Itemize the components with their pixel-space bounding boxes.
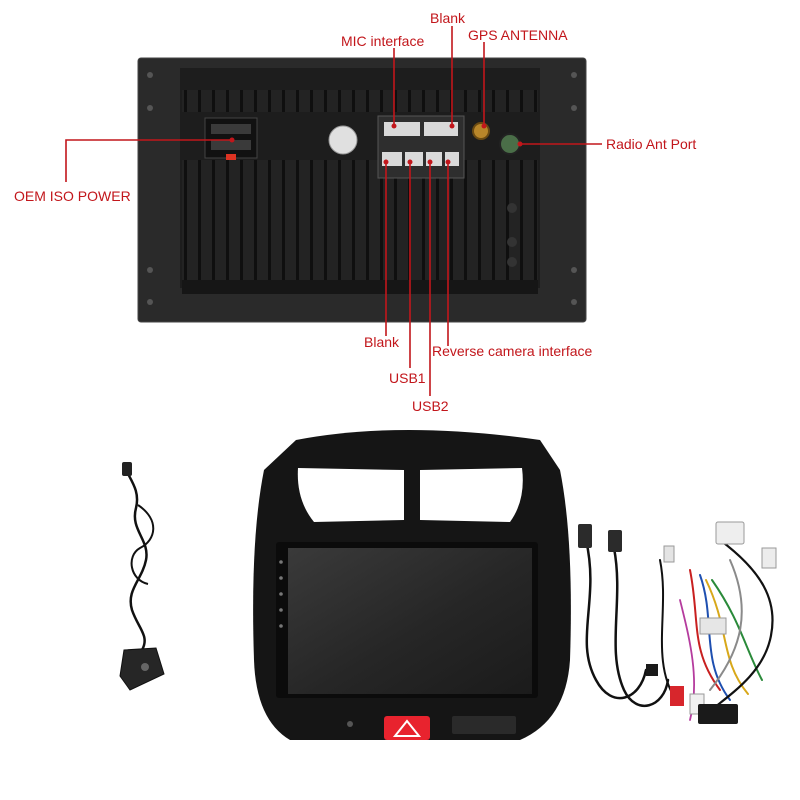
label-usb1: USB1	[389, 370, 426, 386]
harness-connectors	[578, 521, 777, 724]
callout-line-oem	[65, 139, 232, 182]
head-unit-back	[137, 57, 587, 323]
label-radio-ant-port: Radio Ant Port	[606, 136, 697, 152]
label-usb2: USB2	[412, 398, 449, 414]
callout-lines	[65, 26, 602, 396]
label-reverse-camera: Reverse camera interface	[432, 343, 593, 359]
head-unit-front	[253, 430, 571, 740]
callout-dots	[229, 123, 523, 165]
label-mic-interface: MIC interface	[341, 33, 425, 49]
label-oem-iso-power: OEM ISO POWER	[14, 188, 131, 204]
label-gps-antenna: GPS ANTENNA	[468, 27, 568, 43]
label-blank-bottom: Blank	[364, 334, 400, 350]
label-blank-top: Blank	[430, 10, 466, 26]
gps-antenna-accessory	[119, 462, 165, 691]
